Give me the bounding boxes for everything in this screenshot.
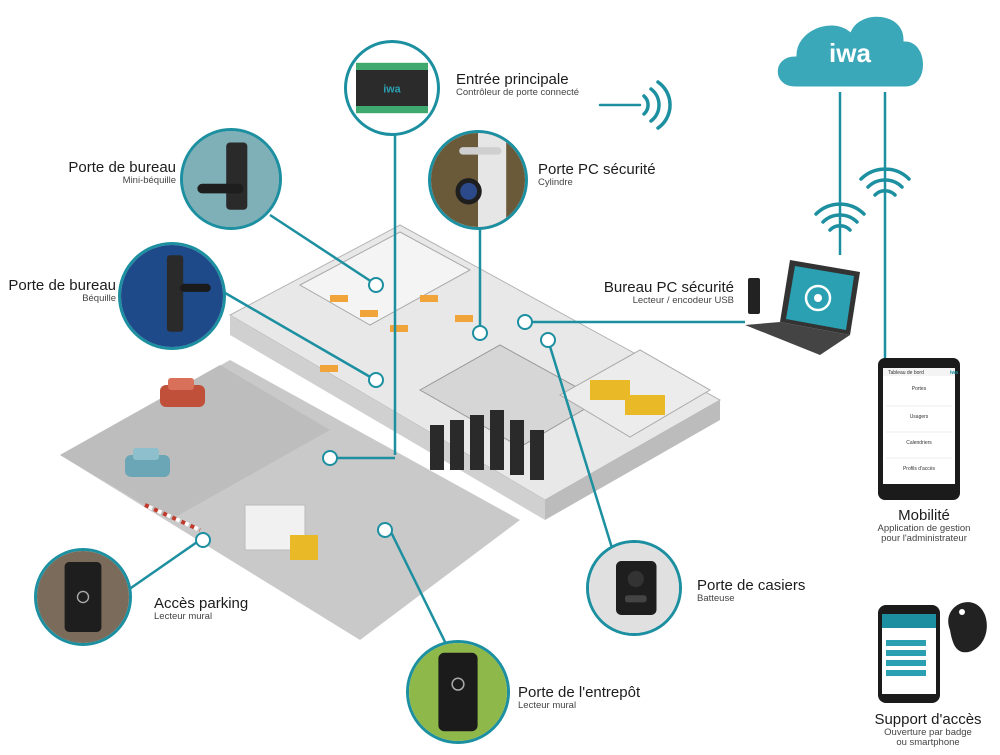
node-dot-casiers[interactable] <box>540 332 556 348</box>
connector-bureau-mini <box>269 213 373 284</box>
connector-entrepot <box>388 529 450 649</box>
connector-bureau-bequille <box>219 288 373 380</box>
usb-reader-icon <box>748 278 760 314</box>
label-pc-securite-title: Porte PC sécurité <box>538 161 656 178</box>
label-bureau-mini-subtitle: Mini-béquille <box>122 174 176 186</box>
parking-lot <box>60 365 330 520</box>
label-bureau-bequille-title: Porte de bureau <box>8 277 116 294</box>
cloud-logo-text: iwa <box>829 38 871 68</box>
tablet-section-profils: Profils d'accès <box>903 466 936 472</box>
connector-parking <box>127 538 201 592</box>
device-circle-parking <box>34 548 132 646</box>
label-support: Support d'accès Ouverture par badge ou s… <box>862 712 994 748</box>
cylinder-icon <box>431 133 525 227</box>
label-bureau-pc-title: Bureau PC sécurité <box>603 279 734 296</box>
mini-lever-handle-icon <box>183 131 279 227</box>
node-dot-bureau-pc[interactable] <box>517 314 533 330</box>
label-bureau-mini: Porte de bureau Mini-béquille <box>40 160 176 186</box>
label-support-subtitle-2: ou smartphone <box>896 736 960 748</box>
wall-reader-warehouse-icon <box>409 643 507 741</box>
laptop-icon <box>745 260 860 355</box>
generators <box>590 380 665 415</box>
device-circle-entrepot <box>406 640 510 744</box>
label-bureau-bequille: Porte de bureau Béquille <box>2 278 116 304</box>
label-mobilite-subtitle-2: pour l'administrateur <box>881 532 967 544</box>
label-entrepot-subtitle: Lecteur mural <box>518 699 577 711</box>
label-entree: Entrée principale Contrôleur de porte co… <box>456 72 579 98</box>
node-dot-parking[interactable] <box>195 532 211 548</box>
device-circle-pc-securite <box>428 130 528 230</box>
node-dot-entree[interactable] <box>322 450 338 466</box>
label-bureau-pc-subtitle: Lecteur / encodeur USB <box>632 294 734 306</box>
server-racks <box>430 410 544 480</box>
node-dot-entrepot[interactable] <box>377 522 393 538</box>
cam-lock-icon <box>589 543 679 633</box>
label-pc-securite-subtitle: Cylindre <box>538 176 573 188</box>
label-entree-title: Entrée principale <box>456 71 569 88</box>
label-bureau-bequille-subtitle: Béquille <box>82 292 116 304</box>
label-mobilite-subtitle-1: Application de gestion <box>877 522 971 534</box>
tablet-icon: Tableau de bord iwa Portes Usagers Calen… <box>878 358 960 500</box>
building-wall <box>230 315 545 520</box>
label-entrepot-title: Porte de l'entrepôt <box>518 684 641 701</box>
svg-text:iwa: iwa <box>950 370 958 376</box>
label-bureau-mini-title: Porte de bureau <box>68 159 176 176</box>
device-circle-bureau-bequille <box>118 242 226 350</box>
warehouse-room <box>559 349 711 438</box>
node-dot-pc-securite[interactable] <box>472 325 488 341</box>
office-desks <box>320 295 473 372</box>
device-circle-bureau-mini <box>180 128 282 230</box>
badge-icon <box>948 602 987 653</box>
tablet-section-usagers: Usagers <box>910 414 929 420</box>
wifi-icon-tablet <box>859 167 911 197</box>
label-mobilite: Mobilité Application de gestion pour l'a… <box>862 508 986 544</box>
wifi-icon-laptop <box>814 202 866 232</box>
label-support-title: Support d'accès <box>874 711 982 728</box>
label-casiers-title: Porte de casiers <box>697 577 806 594</box>
connector-casiers <box>546 339 614 549</box>
label-casiers-subtitle: Batteuse <box>697 592 735 604</box>
wall-reader-parking-icon <box>37 551 129 643</box>
label-parking-subtitle: Lecteur mural <box>154 610 213 622</box>
label-mobilite-title: Mobilité <box>898 507 950 524</box>
device-circle-casiers <box>586 540 682 636</box>
label-parking: Accès parking Lecteur mural <box>154 596 248 622</box>
truck <box>244 504 318 560</box>
node-dot-bureau-bequille[interactable] <box>368 372 384 388</box>
label-parking-title: Accès parking <box>154 595 249 612</box>
controller-icon: iwa <box>356 62 428 114</box>
label-casiers: Porte de casiers Batteuse <box>697 578 805 604</box>
label-support-subtitle-1: Ouverture par badge <box>884 726 972 738</box>
lever-handle-icon <box>121 245 223 347</box>
tablet-header: Tableau de bord <box>888 370 924 376</box>
label-pc-securite: Porte PC sécurité Cylindre <box>538 162 656 188</box>
smartphone-icon <box>878 605 940 703</box>
svg-text:iwa: iwa <box>383 84 401 96</box>
node-dot-bureau-mini[interactable] <box>368 277 384 293</box>
wifi-icon-entree <box>598 80 672 130</box>
device-circle-entree: iwa <box>344 40 440 136</box>
tablet-section-calendriers: Calendriers <box>906 440 932 446</box>
label-entree-subtitle: Contrôleur de porte connecté <box>456 86 580 98</box>
parking-barrier <box>144 503 201 532</box>
building-wall-right <box>545 400 720 520</box>
label-bureau-pc: Bureau PC sécurité Lecteur / encodeur US… <box>560 280 734 306</box>
car-red <box>160 378 205 407</box>
label-entrepot: Porte de l'entrepôt Lecteur mural <box>518 685 640 711</box>
tablet-section-portes: Portes <box>912 386 927 392</box>
cloud-icon <box>774 13 926 90</box>
car-blue <box>125 448 170 477</box>
